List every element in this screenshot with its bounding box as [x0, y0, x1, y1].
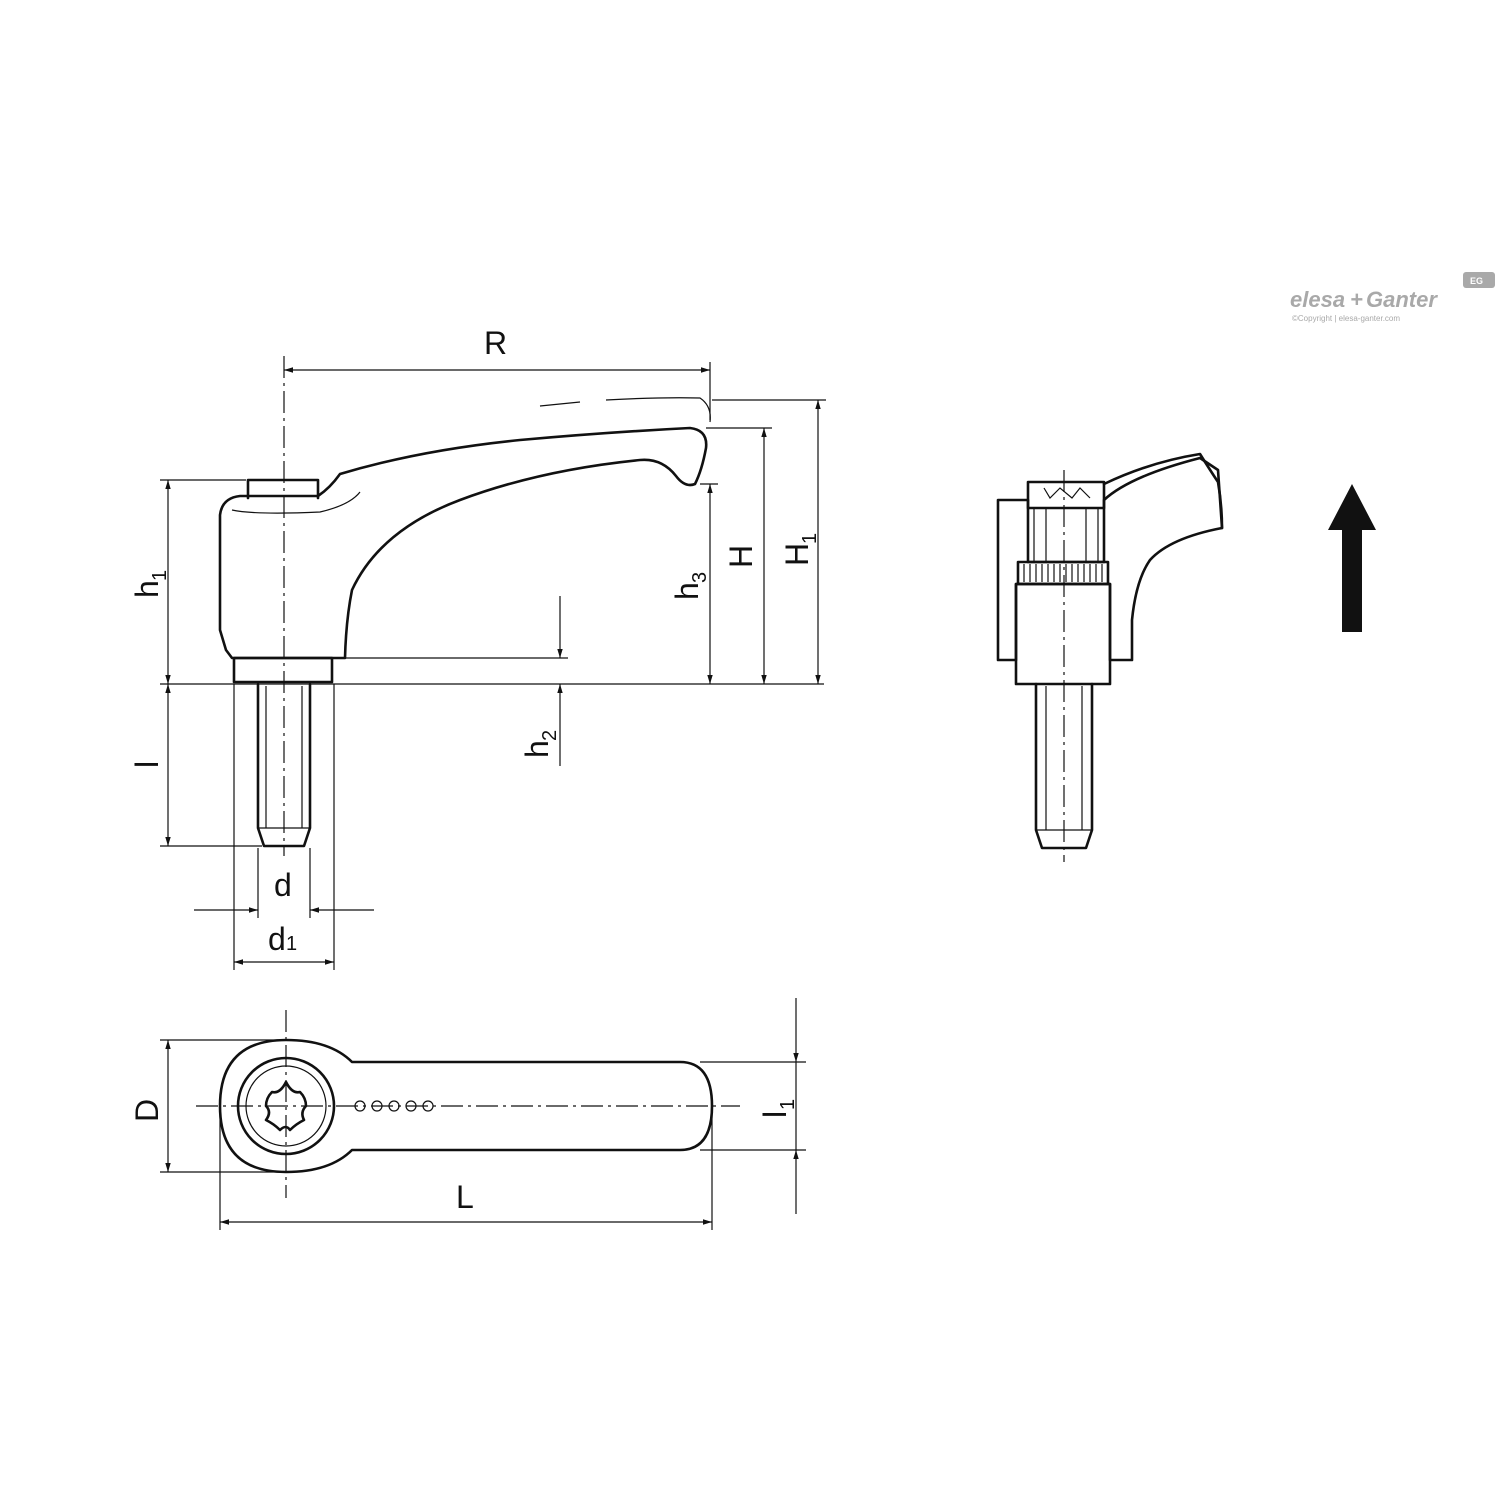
dim-label-H1-sub: 1: [799, 533, 821, 544]
dim-label-D-text: D: [129, 1099, 165, 1122]
dim-label-h2: h 2: [519, 730, 561, 758]
dim-label-h2-sub: 2: [539, 730, 561, 741]
dim-label-l1-sub: 1: [777, 1099, 799, 1110]
dim-label-h1: h 1: [129, 570, 171, 598]
brand-badge-box: [1463, 272, 1495, 288]
knurl-pattern: [1023, 564, 1103, 582]
section-knurled-bush: [1016, 560, 1110, 586]
swing-dash-2: [605, 397, 711, 423]
section-housing-hatched: [996, 456, 1224, 662]
dim-label-l-text: l: [129, 761, 165, 768]
dim-label-h3-base: h: [669, 582, 705, 600]
brand-name-part1: elesa: [1290, 287, 1345, 312]
dim-label-H1-base: H: [779, 543, 815, 566]
section-screw-head: [1026, 480, 1106, 510]
top-view-outline: [218, 1038, 714, 1174]
brand-logo: elesa + Ganter EG ©Copyright | elesa-gan…: [1290, 272, 1495, 323]
dim-label-l1-base: l: [757, 1111, 793, 1118]
lever-body: [218, 426, 708, 660]
dim-label-h1-sub: 1: [149, 570, 171, 581]
section-lower-body: [1014, 582, 1112, 686]
dim-label-D: D: [129, 1099, 165, 1122]
lever-washer: [232, 656, 334, 684]
side-view: R H 1 H h 3 h 1: [129, 325, 826, 970]
lever-top-cap: [246, 478, 320, 500]
dim-label-d1: d 1: [268, 921, 297, 957]
brand-copyright: ©Copyright | elesa-ganter.com: [1292, 314, 1400, 323]
up-arrow-icon: [1328, 484, 1376, 632]
dim-label-h1-base: h: [129, 580, 165, 598]
dim-label-L: L: [456, 1179, 474, 1215]
dim-label-h2-base: h: [519, 740, 555, 758]
dim-label-d1-sub: 1: [286, 933, 297, 955]
brand-name-part2: Ganter: [1366, 287, 1438, 312]
dim-label-H: H: [723, 545, 759, 568]
dim-label-h3-sub: 3: [689, 572, 711, 583]
dim-label-d1-base: d: [268, 921, 286, 957]
brand-name-plus: +: [1350, 287, 1363, 312]
brand-badge: EG: [1470, 276, 1483, 286]
section-arm-edge: [1102, 452, 1224, 530]
dim-label-R: R: [484, 325, 507, 361]
dim-label-H-text: H: [723, 545, 759, 568]
torx-recess-icon: [1043, 487, 1091, 499]
swing-dash-1: [539, 401, 581, 407]
dim-label-l1: l 1: [757, 1099, 799, 1118]
top-view: D l 1 L: [129, 998, 806, 1230]
dim-label-l: l: [129, 761, 165, 768]
section-screw-shank: [1033, 507, 1099, 563]
dim-label-d: d: [274, 867, 292, 903]
dim-label-h3: h 3: [669, 572, 711, 600]
section-view: [996, 452, 1224, 862]
dim-label-H1: H 1: [779, 533, 821, 566]
lever-inner-line: [231, 491, 361, 514]
